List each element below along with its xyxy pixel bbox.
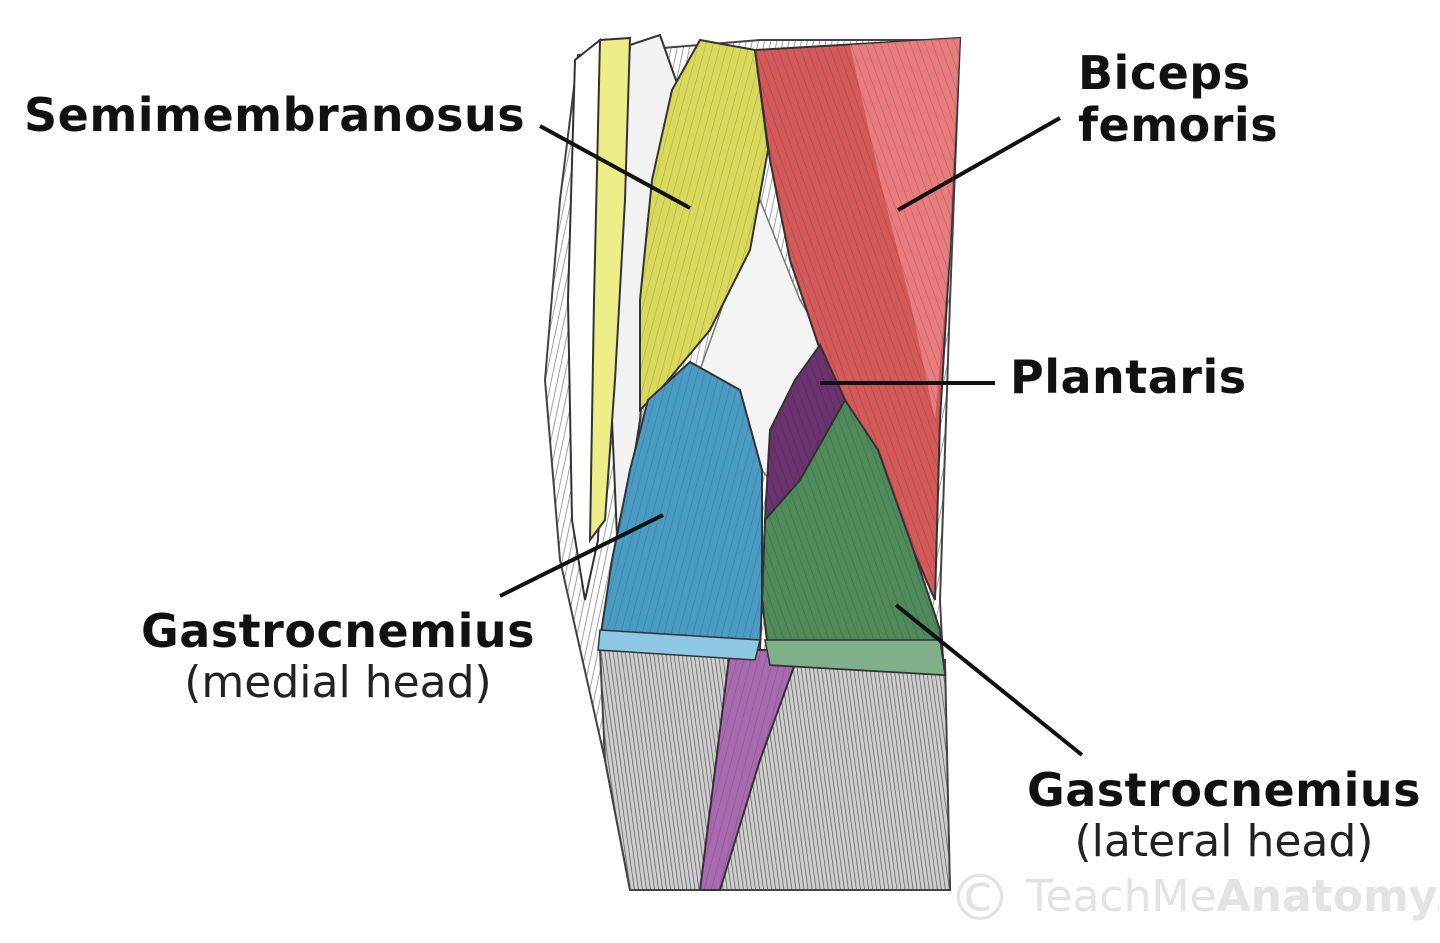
label-biceps-line1: Biceps [1078,46,1251,100]
label-gastrocnemius-medial-head: (medial head) [184,656,492,708]
label-gastrocnemius-medial: Gastrocnemius (medial head) [140,604,536,708]
label-semimembranosus: Semimembranosus [24,88,526,142]
watermark: © TeachMeAnatomyinfo [948,862,1440,936]
watermark-text-light: TeachMe [1026,871,1217,922]
label-plantaris: Plantaris [1010,350,1247,404]
watermark-suffix: info [1437,903,1440,914]
label-biceps-line2: femoris [1078,97,1279,152]
biceps-femoris-muscle [753,36,962,601]
leader-lines [499,116,1084,757]
label-gastrocnemius-lateral-name: Gastrocnemius [1027,763,1421,817]
label-gastrocnemius-lateral-head: (lateral head) [1074,815,1374,867]
leader-line-biceps-femoris [897,116,1061,212]
leader-line-gastrocnemius-lateral [894,603,1084,757]
leader-line-semimembranosus [539,124,691,210]
label-gastrocnemius-medial-name: Gastrocnemius [141,604,535,658]
copyright-icon: © [948,862,1012,936]
leader-line-gastrocnemius-medial [499,513,664,598]
watermark-text-bold: Anatomy [1216,871,1438,922]
gastrocnemius-medial-head-muscle [597,360,763,661]
label-biceps-femoris: Biceps femoris [1078,46,1279,152]
label-gastrocnemius-lateral: Gastrocnemius (lateral head) [1026,763,1422,867]
semimembranosus-muscle [588,36,770,544]
